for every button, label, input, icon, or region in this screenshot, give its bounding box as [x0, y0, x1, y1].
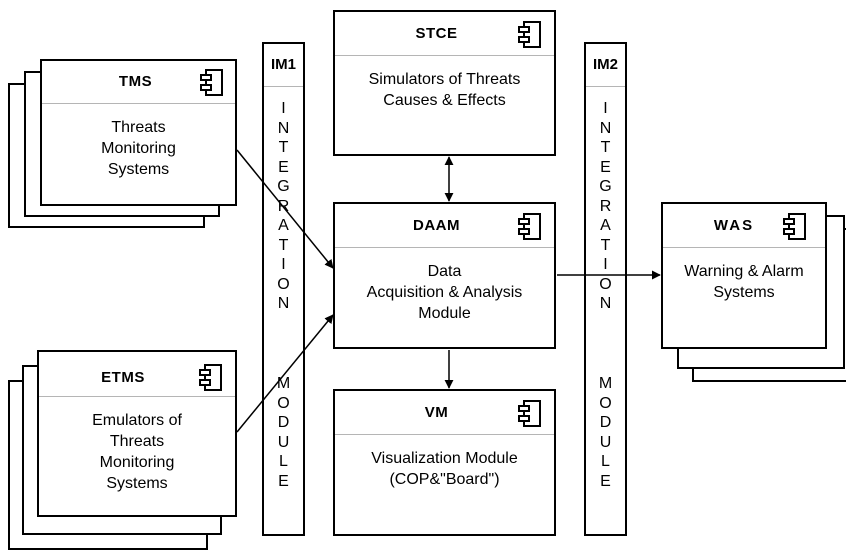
im2-text-module: M O D U L E [598, 375, 613, 490]
was-title: WAS [713, 217, 755, 234]
im1-text-module: M O D U L E [276, 375, 291, 490]
vm-title: VM [424, 404, 449, 421]
im1-divider [264, 86, 303, 87]
daam-divider [335, 247, 554, 248]
component-icon [518, 21, 541, 48]
im1-integration-module[interactable]: IM1 I N T E G R A T I O N M O D U L E [262, 42, 305, 536]
stce-description: Simulators of Threats Causes & Effects [368, 71, 521, 109]
vm-description: Visualization Module (COP&"Board") [371, 450, 518, 488]
im2-integration-module[interactable]: IM2 I N T E G R A T I O N M O D U L E [584, 42, 627, 536]
stce-title: STCE [415, 25, 458, 42]
daam-title: DAAM [413, 217, 460, 234]
component-icon [518, 213, 541, 240]
daam-description: Data Acquisition & Analysis Module [366, 263, 523, 322]
component-icon [518, 400, 541, 427]
vm-component[interactable]: VM Visualization Module (COP&"Board") [333, 389, 556, 536]
stce-divider [335, 55, 554, 56]
im2-divider [586, 86, 625, 87]
daam-component[interactable]: DAAM Data Acquisition & Analysis Module [333, 202, 556, 349]
etms-component[interactable]: ETMS Emulators of Threats Monitoring Sys… [37, 350, 237, 517]
etms-description: Emulators of Threats Monitoring Systems [92, 412, 182, 492]
vm-divider [335, 434, 554, 435]
component-icon [199, 364, 222, 391]
im2-text-integration: I N T E G R A T I O N [599, 100, 612, 312]
etms-title: ETMS [101, 369, 145, 386]
was-component[interactable]: WAS Warning & Alarm Systems [661, 202, 827, 349]
im2-title: IM2 [592, 56, 618, 73]
component-icon [783, 213, 806, 240]
was-description: Warning & Alarm Systems [684, 263, 804, 301]
component-icon [200, 69, 223, 96]
tms-component[interactable]: TMS Threats Monitoring Systems [40, 59, 237, 206]
im1-title: IM1 [270, 56, 296, 73]
tms-divider [42, 103, 235, 104]
was-divider [663, 247, 825, 248]
etms-divider [39, 396, 235, 397]
im1-text-integration: I N T E G R A T I O N [277, 100, 290, 312]
stce-component[interactable]: STCE Simulators of Threats Causes & Effe… [333, 10, 556, 156]
tms-title: TMS [118, 73, 153, 90]
tms-description: Threats Monitoring Systems [101, 119, 176, 178]
